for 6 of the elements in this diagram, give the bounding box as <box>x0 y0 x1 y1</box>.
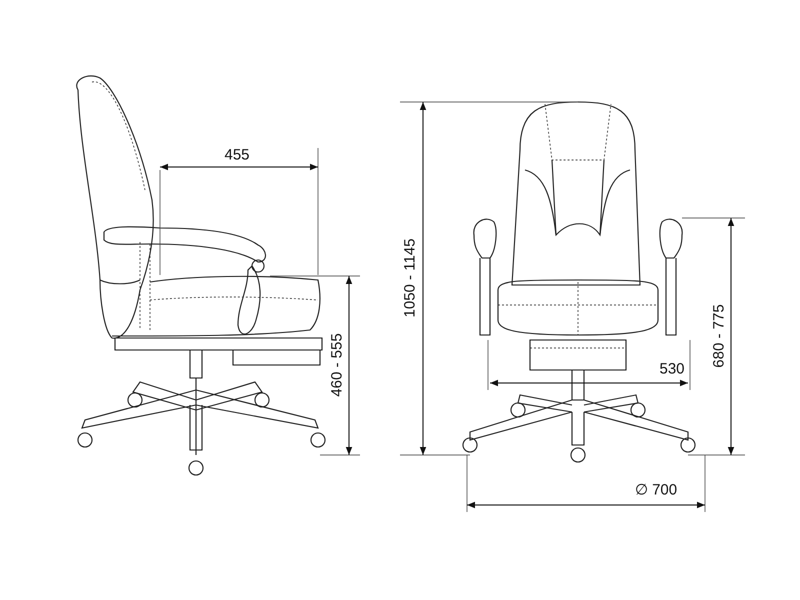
dimension-label: 680 - 775 <box>712 304 726 368</box>
dimension-label: 1050 - 1145 <box>402 238 418 318</box>
dimension-label: 455 <box>224 148 250 162</box>
dimension-label: 460 - 555 <box>330 333 344 397</box>
dimension-label: 530 <box>659 362 685 376</box>
dimension-label: ∅ 700 <box>634 482 678 498</box>
